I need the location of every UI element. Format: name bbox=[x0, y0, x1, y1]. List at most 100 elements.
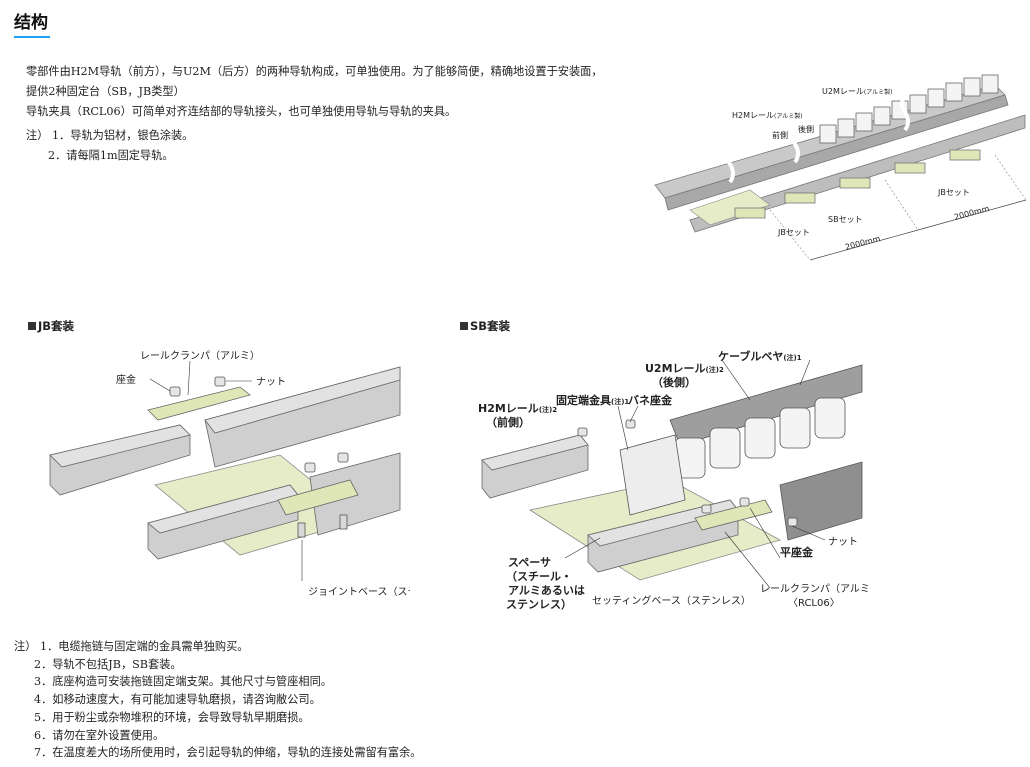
dimension-line bbox=[917, 199, 1027, 231]
overview-cable-chain bbox=[819, 74, 999, 144]
label-fixed-end: 固定端金具 bbox=[556, 393, 611, 407]
leader-line bbox=[187, 360, 191, 396]
note-item: 5．用于粉尘或杂物堆积的环境，会导致导轨早期磨损。 bbox=[34, 710, 310, 724]
square-bullet-icon bbox=[460, 322, 468, 330]
jb-section-heading: JB套装 bbox=[28, 318, 74, 334]
label-h2m-sub: (アルミ製) bbox=[774, 112, 803, 120]
leader-line bbox=[791, 525, 826, 541]
label-washer: 座金 bbox=[116, 373, 136, 386]
sb-set-diagram: U2Mレール(注)2 （後側） ケーブルベヤ(注)1 H2Mレール(注)2 （前… bbox=[478, 349, 870, 611]
label-rail-clamper: レールクランパ（アルミ） bbox=[140, 350, 260, 362]
title-underline bbox=[14, 36, 50, 38]
label-spacer-3: アルミあるいは bbox=[508, 584, 585, 597]
leader-line bbox=[629, 405, 639, 423]
label-conveyor: ケーブルベヤ bbox=[718, 349, 783, 363]
fixed-end-fitting bbox=[619, 434, 686, 516]
notes-top: 注） 1．导轨为铝材，银色涂装。 2．请每隔1m固定导轨。 bbox=[26, 126, 193, 166]
h2m-rail-shadow bbox=[664, 94, 1009, 211]
u2m-rail-shape bbox=[689, 114, 1026, 233]
label-conveyor-note: (注)1 bbox=[783, 353, 801, 362]
note-item: 7．在温度差大的场所使用时，会引起导轨的伸缩，导轨的连接处需留有富余。 bbox=[34, 746, 422, 760]
intro-line-2: 导轨夹具（RCL06）可简单对齐连结部的导轨接头，也可单独使用导轨与导轨的夹具。 bbox=[26, 105, 457, 118]
label-spacer-2: （スチール・ bbox=[506, 570, 572, 583]
page-title: 结构 bbox=[14, 13, 48, 33]
note-item: 3．底座构造可安装拖链固定端支架。其他尺寸与管座相同。 bbox=[34, 675, 332, 689]
label-setting-base: セッティングベース（ステンレス） bbox=[592, 594, 751, 607]
note-item: 1．电缆拖链与固定端的金具需单独购买。 bbox=[39, 640, 249, 653]
note-item: 4．如移动速度大，有可能加速导轨磨损，请咨询敝公司。 bbox=[34, 693, 321, 707]
leader-line bbox=[994, 154, 1027, 201]
leader-line bbox=[149, 378, 171, 392]
label-front: 前側 bbox=[772, 130, 788, 140]
break-mark bbox=[790, 126, 800, 164]
label-dim-1: 2000mm bbox=[844, 234, 881, 252]
jb-rail-clamper bbox=[147, 386, 251, 421]
leader-line bbox=[749, 507, 781, 559]
sb-section-heading: SB套装 bbox=[460, 318, 510, 334]
overview-diagram: U2Mレール(アルミ製) H2Mレール(アルミ製) 前側 後側 JBセット SB… bbox=[654, 74, 1027, 261]
intro-line-1: 零部件由H2M导轨（前方），与U2M（后方）的两种导轨构成，可单独使用。为了能够… bbox=[26, 65, 603, 98]
label-rear: 後側 bbox=[798, 124, 814, 134]
leader-line bbox=[564, 537, 601, 559]
sb-right-rail bbox=[779, 461, 863, 541]
label-spacer-4: ステンレス） bbox=[506, 598, 572, 611]
sb-h2m-rail-top bbox=[481, 434, 589, 471]
label-h2m-side: （前側） bbox=[486, 415, 530, 429]
jb-rear-rail-2-top bbox=[204, 366, 401, 434]
label-h2m-note: (注)2 bbox=[539, 405, 557, 414]
label-nut: ナット bbox=[256, 376, 286, 388]
note-item: 6．请勿在室外设置使用。 bbox=[34, 728, 165, 742]
dimension-line bbox=[809, 229, 919, 261]
svg-text:H2Mレール(注)2: H2Mレール(注)2 bbox=[478, 402, 557, 415]
svg-text:U2Mレール(アルミ製): U2Mレール(アルミ製) bbox=[822, 87, 892, 96]
note-prefix: 注） bbox=[14, 640, 37, 653]
overview-base-plate bbox=[689, 189, 771, 226]
overview-fixing-blocks bbox=[734, 149, 981, 219]
note-item: 2．导轨不包括JB，SB套装。 bbox=[34, 657, 182, 671]
label-joint-base: ジョイントベース（ステンレス） bbox=[308, 586, 410, 598]
label-u2m-side: （後側） bbox=[652, 375, 696, 389]
svg-text:H2Mレール(アルミ製): H2Mレール(アルミ製) bbox=[732, 111, 803, 120]
label-rail-clamper: レールクランパ（アルミ） bbox=[760, 583, 870, 595]
label-u2m: U2Mレール bbox=[645, 362, 706, 375]
svg-text:ケーブルベヤ(注)1: ケーブルベヤ(注)1 bbox=[718, 349, 802, 363]
note-prefix: 注） bbox=[26, 129, 49, 142]
leader-line bbox=[724, 531, 771, 589]
break-mark bbox=[725, 146, 735, 184]
jb-nuts bbox=[169, 376, 349, 473]
label-u2m: U2Mレール bbox=[822, 87, 864, 96]
label-spring-washer: バネ座金 bbox=[628, 393, 673, 407]
sb-heading-text: SB套装 bbox=[470, 319, 511, 333]
label-model: 〈RCL06〉 bbox=[788, 597, 840, 609]
label-nut: ナット bbox=[828, 536, 858, 548]
svg-text:固定端金具(注)1: 固定端金具(注)1 bbox=[556, 393, 629, 407]
label-spacer: スペーサ bbox=[508, 556, 551, 569]
sb-nuts bbox=[577, 419, 798, 527]
cable-conveyor-links bbox=[674, 397, 846, 479]
leader-line bbox=[721, 359, 751, 401]
leader-line bbox=[769, 209, 811, 261]
leader-line bbox=[884, 179, 919, 231]
label-dim-2: 2000mm bbox=[953, 204, 990, 222]
label-u2m-sub: (アルミ製) bbox=[864, 88, 893, 96]
jb-studs bbox=[297, 514, 348, 538]
leader-line bbox=[799, 359, 811, 386]
jb-heading-text: JB套装 bbox=[38, 319, 75, 333]
label-h2m: H2Mレール bbox=[478, 402, 539, 415]
jb-front-clamper bbox=[277, 479, 359, 516]
label-jb-set-2: JBセット bbox=[937, 188, 970, 197]
label-flat-washer: 平座金 bbox=[780, 545, 814, 559]
label-jb-set-1: JBセット bbox=[777, 228, 810, 237]
label-h2m: H2Mレール bbox=[732, 111, 774, 120]
notes-bottom: 注） 1．电缆拖链与固定端的金具需单独购买。 2．导轨不包括JB，SB套装。 3… bbox=[14, 638, 422, 762]
cable-conveyor-top bbox=[669, 364, 863, 446]
label-sb-set: SBセット bbox=[828, 215, 863, 224]
square-bullet-icon bbox=[28, 322, 36, 330]
note-item: 2．请每隔1m固定导轨。 bbox=[48, 149, 174, 162]
jb-set-diagram: レールクランパ（アルミ） 座金 ナット ジョイントベース（ステンレス） bbox=[49, 350, 410, 598]
note-item: 1．导轨为铝材，银色涂装。 bbox=[51, 129, 194, 142]
label-u2m-note: (注)2 bbox=[706, 365, 724, 374]
intro-paragraph: 零部件由H2M导轨（前方），与U2M（后方）的两种导轨构成，可单独使用。为了能够… bbox=[26, 62, 611, 122]
svg-text:U2Mレール(注)2: U2Mレール(注)2 bbox=[645, 362, 724, 375]
jb-rear-rail-top bbox=[49, 424, 191, 468]
